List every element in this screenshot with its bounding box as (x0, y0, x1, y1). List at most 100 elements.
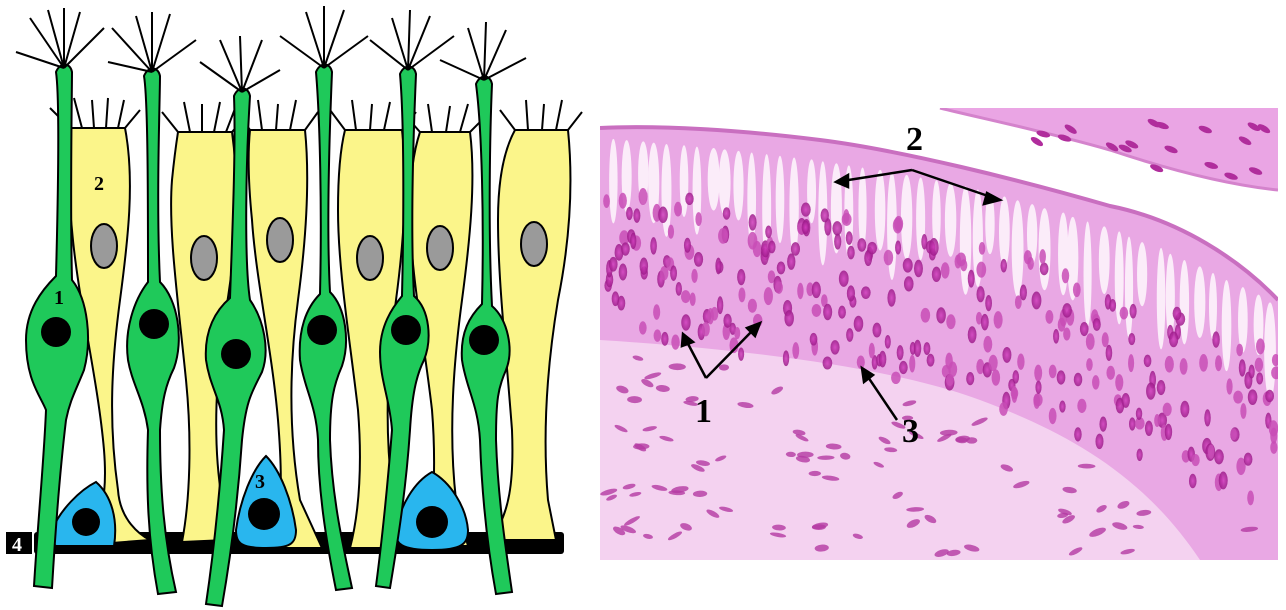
nucleus (674, 202, 682, 217)
supporting-cell-nucleus (357, 236, 383, 280)
nucleus (1017, 354, 1024, 370)
nucleus (1180, 401, 1189, 418)
nucleus (981, 314, 989, 331)
nucleus (650, 237, 657, 255)
nucleus (924, 342, 931, 355)
nucleus (619, 193, 627, 209)
olfactory-cell-nucleus (391, 315, 421, 345)
nucleus (1053, 329, 1059, 344)
basal-cell-nucleus (416, 506, 448, 538)
nucleus (1249, 365, 1255, 379)
nucleus (1157, 380, 1166, 395)
nucleus (936, 307, 946, 323)
nucleus (690, 292, 696, 305)
nucleus (1062, 268, 1069, 283)
nucleus (783, 350, 789, 366)
supporting-cell-column (1058, 212, 1068, 295)
nucleus (1265, 390, 1274, 403)
nucleus (1145, 421, 1153, 436)
nucleus (1129, 417, 1136, 430)
nucleus (834, 233, 841, 249)
nucleus (879, 351, 887, 368)
label-basal-cells: 3 (902, 413, 919, 450)
nucleus (791, 242, 800, 256)
nucleus (1120, 307, 1129, 320)
nucleus (894, 216, 903, 232)
nucleus (966, 372, 974, 385)
nucleus (1173, 307, 1182, 321)
histology-micrograph (600, 108, 1281, 560)
nucleus (1191, 454, 1199, 466)
nucleus (1034, 365, 1042, 382)
nucleus (738, 287, 745, 302)
nucleus (1106, 366, 1115, 380)
nucleus (812, 282, 821, 299)
nucleus (764, 287, 773, 305)
nucleus (846, 231, 853, 245)
supporting-cell-column (1194, 266, 1205, 338)
nucleus (821, 208, 829, 222)
nucleus (1027, 257, 1034, 270)
olfactory-cell-nucleus (139, 309, 169, 339)
nucleus (1001, 259, 1007, 273)
nucleus (718, 228, 728, 244)
supporting-cell-column (1137, 242, 1147, 306)
nucleus (1270, 428, 1277, 444)
supporting-cell-column (858, 168, 866, 251)
nucleus (609, 257, 618, 272)
nucleus (847, 285, 855, 301)
nucleus (891, 372, 901, 384)
supporting-cell-column (1125, 237, 1133, 339)
nucleus (1137, 449, 1143, 461)
nucleus (630, 233, 636, 249)
nucleus (1247, 491, 1254, 506)
nucleus (832, 221, 842, 235)
nucleus (1272, 354, 1280, 366)
nucleus (681, 314, 690, 331)
nucleus (802, 221, 810, 235)
nucleus (691, 269, 697, 283)
nucleus (734, 327, 740, 339)
supporting-cell-column (1099, 226, 1110, 294)
nucleus (681, 290, 690, 303)
nucleus (1130, 304, 1137, 319)
nucleus (914, 340, 921, 357)
nucleus (1095, 434, 1103, 450)
nucleus (1208, 444, 1214, 458)
nucleus (1032, 291, 1042, 309)
nucleus (1128, 354, 1134, 372)
supporting-cell-column (708, 148, 720, 211)
nucleus (777, 261, 786, 274)
supporting-cell-nucleus (191, 236, 217, 280)
supporting-cell-microvilli (50, 98, 582, 132)
supporting-cell-nucleus (427, 226, 453, 270)
nucleus (989, 355, 998, 371)
nucleus (702, 322, 710, 337)
nucleus (1040, 263, 1049, 276)
nucleus (914, 260, 923, 278)
nucleus (999, 402, 1008, 416)
nucleus (843, 209, 849, 224)
nucleus (1146, 382, 1155, 399)
supporting-cell-nucleus (267, 218, 293, 262)
nucleus (884, 250, 894, 266)
nucleus (857, 238, 866, 252)
olfactory-cell-nucleus (221, 339, 251, 369)
nucleus (838, 306, 846, 319)
nucleus (738, 347, 744, 360)
nucleus (1189, 474, 1197, 489)
nucleus (1059, 401, 1065, 413)
nucleus (1180, 358, 1188, 375)
nucleus (830, 340, 839, 355)
nucleus (1204, 409, 1210, 426)
nucleus (992, 369, 1001, 385)
nucleus (1099, 417, 1107, 432)
nucleus (985, 295, 992, 311)
nucleus (1219, 471, 1228, 489)
nucleus (823, 356, 833, 369)
nucleus (921, 308, 931, 323)
nucleus (1045, 310, 1053, 324)
nucleus (1074, 427, 1082, 441)
supporting-cell-column (999, 197, 1010, 268)
nucleus (653, 304, 660, 320)
